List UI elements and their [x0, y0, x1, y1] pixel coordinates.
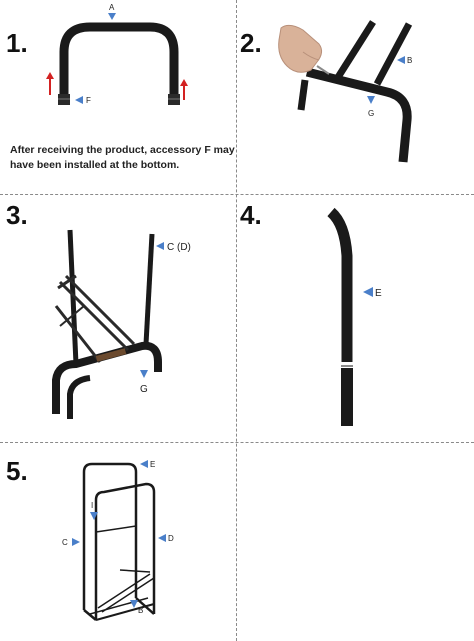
step-4-curved-tube [327, 207, 353, 362]
step-1-red-arrow-left-icon [46, 72, 54, 95]
step-2-label-g: G [368, 109, 374, 118]
step-1-blue-arrow-f-icon [75, 96, 83, 104]
step-2-rail-right [373, 22, 413, 86]
step-4-lower-tube [341, 368, 353, 426]
step-5-illustration: E I C D B [62, 460, 174, 621]
step-5-label-e: E [150, 460, 155, 469]
step-2-hand-icon [278, 24, 323, 73]
step-5-number: 5. [6, 456, 28, 486]
step-3-blue-arrow-c-icon [156, 242, 164, 250]
step-2-label-b: B [407, 56, 412, 65]
vertical-divider [236, 0, 237, 641]
step-5-blue-arrow-d-icon [158, 534, 166, 542]
step-1-label-a: A [109, 3, 115, 12]
step-5-label-i: I [91, 501, 93, 510]
step-1-blue-arrow-a-icon [108, 13, 116, 20]
step-5-label-d: D [168, 534, 174, 543]
step-3-pole-right [143, 233, 155, 345]
step-5-front-frame [94, 482, 156, 620]
step-1-u-frame [59, 22, 179, 94]
step-5-blue-arrow-i-icon [90, 512, 98, 520]
step-3-number: 3. [6, 200, 28, 230]
step-3-illustration: C (D) G [52, 229, 191, 419]
step-2-blue-arrow-g-icon [367, 96, 375, 104]
step-4-number: 4. [240, 200, 262, 230]
step-5-top-frame [82, 462, 138, 610]
step-2-rail-left [332, 20, 376, 84]
step-3-label-g: G [140, 384, 148, 395]
step-1-label-f: F [86, 96, 91, 105]
step-2-illustration: B G [278, 20, 413, 163]
step-3-label-c-d: C (D) [167, 242, 191, 253]
step-2-blue-arrow-b-icon [397, 56, 405, 64]
step-5-blue-arrow-b-icon [130, 600, 138, 608]
step-5-label-c: C [62, 538, 68, 547]
step-2-number: 2. [240, 28, 262, 58]
step-1-illustration: A F [46, 3, 188, 105]
step-5-blue-arrow-c-icon [72, 538, 80, 546]
step-5-blue-arrow-e-icon [140, 460, 148, 468]
step-1-caption: After receiving the product, accessory F… [10, 144, 235, 171]
step-4-blue-arrow-e-icon [363, 287, 373, 297]
step-2-base-bar [305, 67, 412, 163]
step-1-red-arrow-right-icon [180, 79, 188, 100]
step-4-illustration: E [327, 207, 382, 426]
horizontal-divider-2 [0, 442, 474, 443]
step-1-number: 1. [6, 28, 28, 58]
step-3-blue-arrow-g-icon [140, 370, 148, 378]
step-5-label-b: B [138, 606, 143, 615]
step-4-label-e: E [375, 288, 382, 299]
horizontal-divider-1 [0, 194, 474, 195]
